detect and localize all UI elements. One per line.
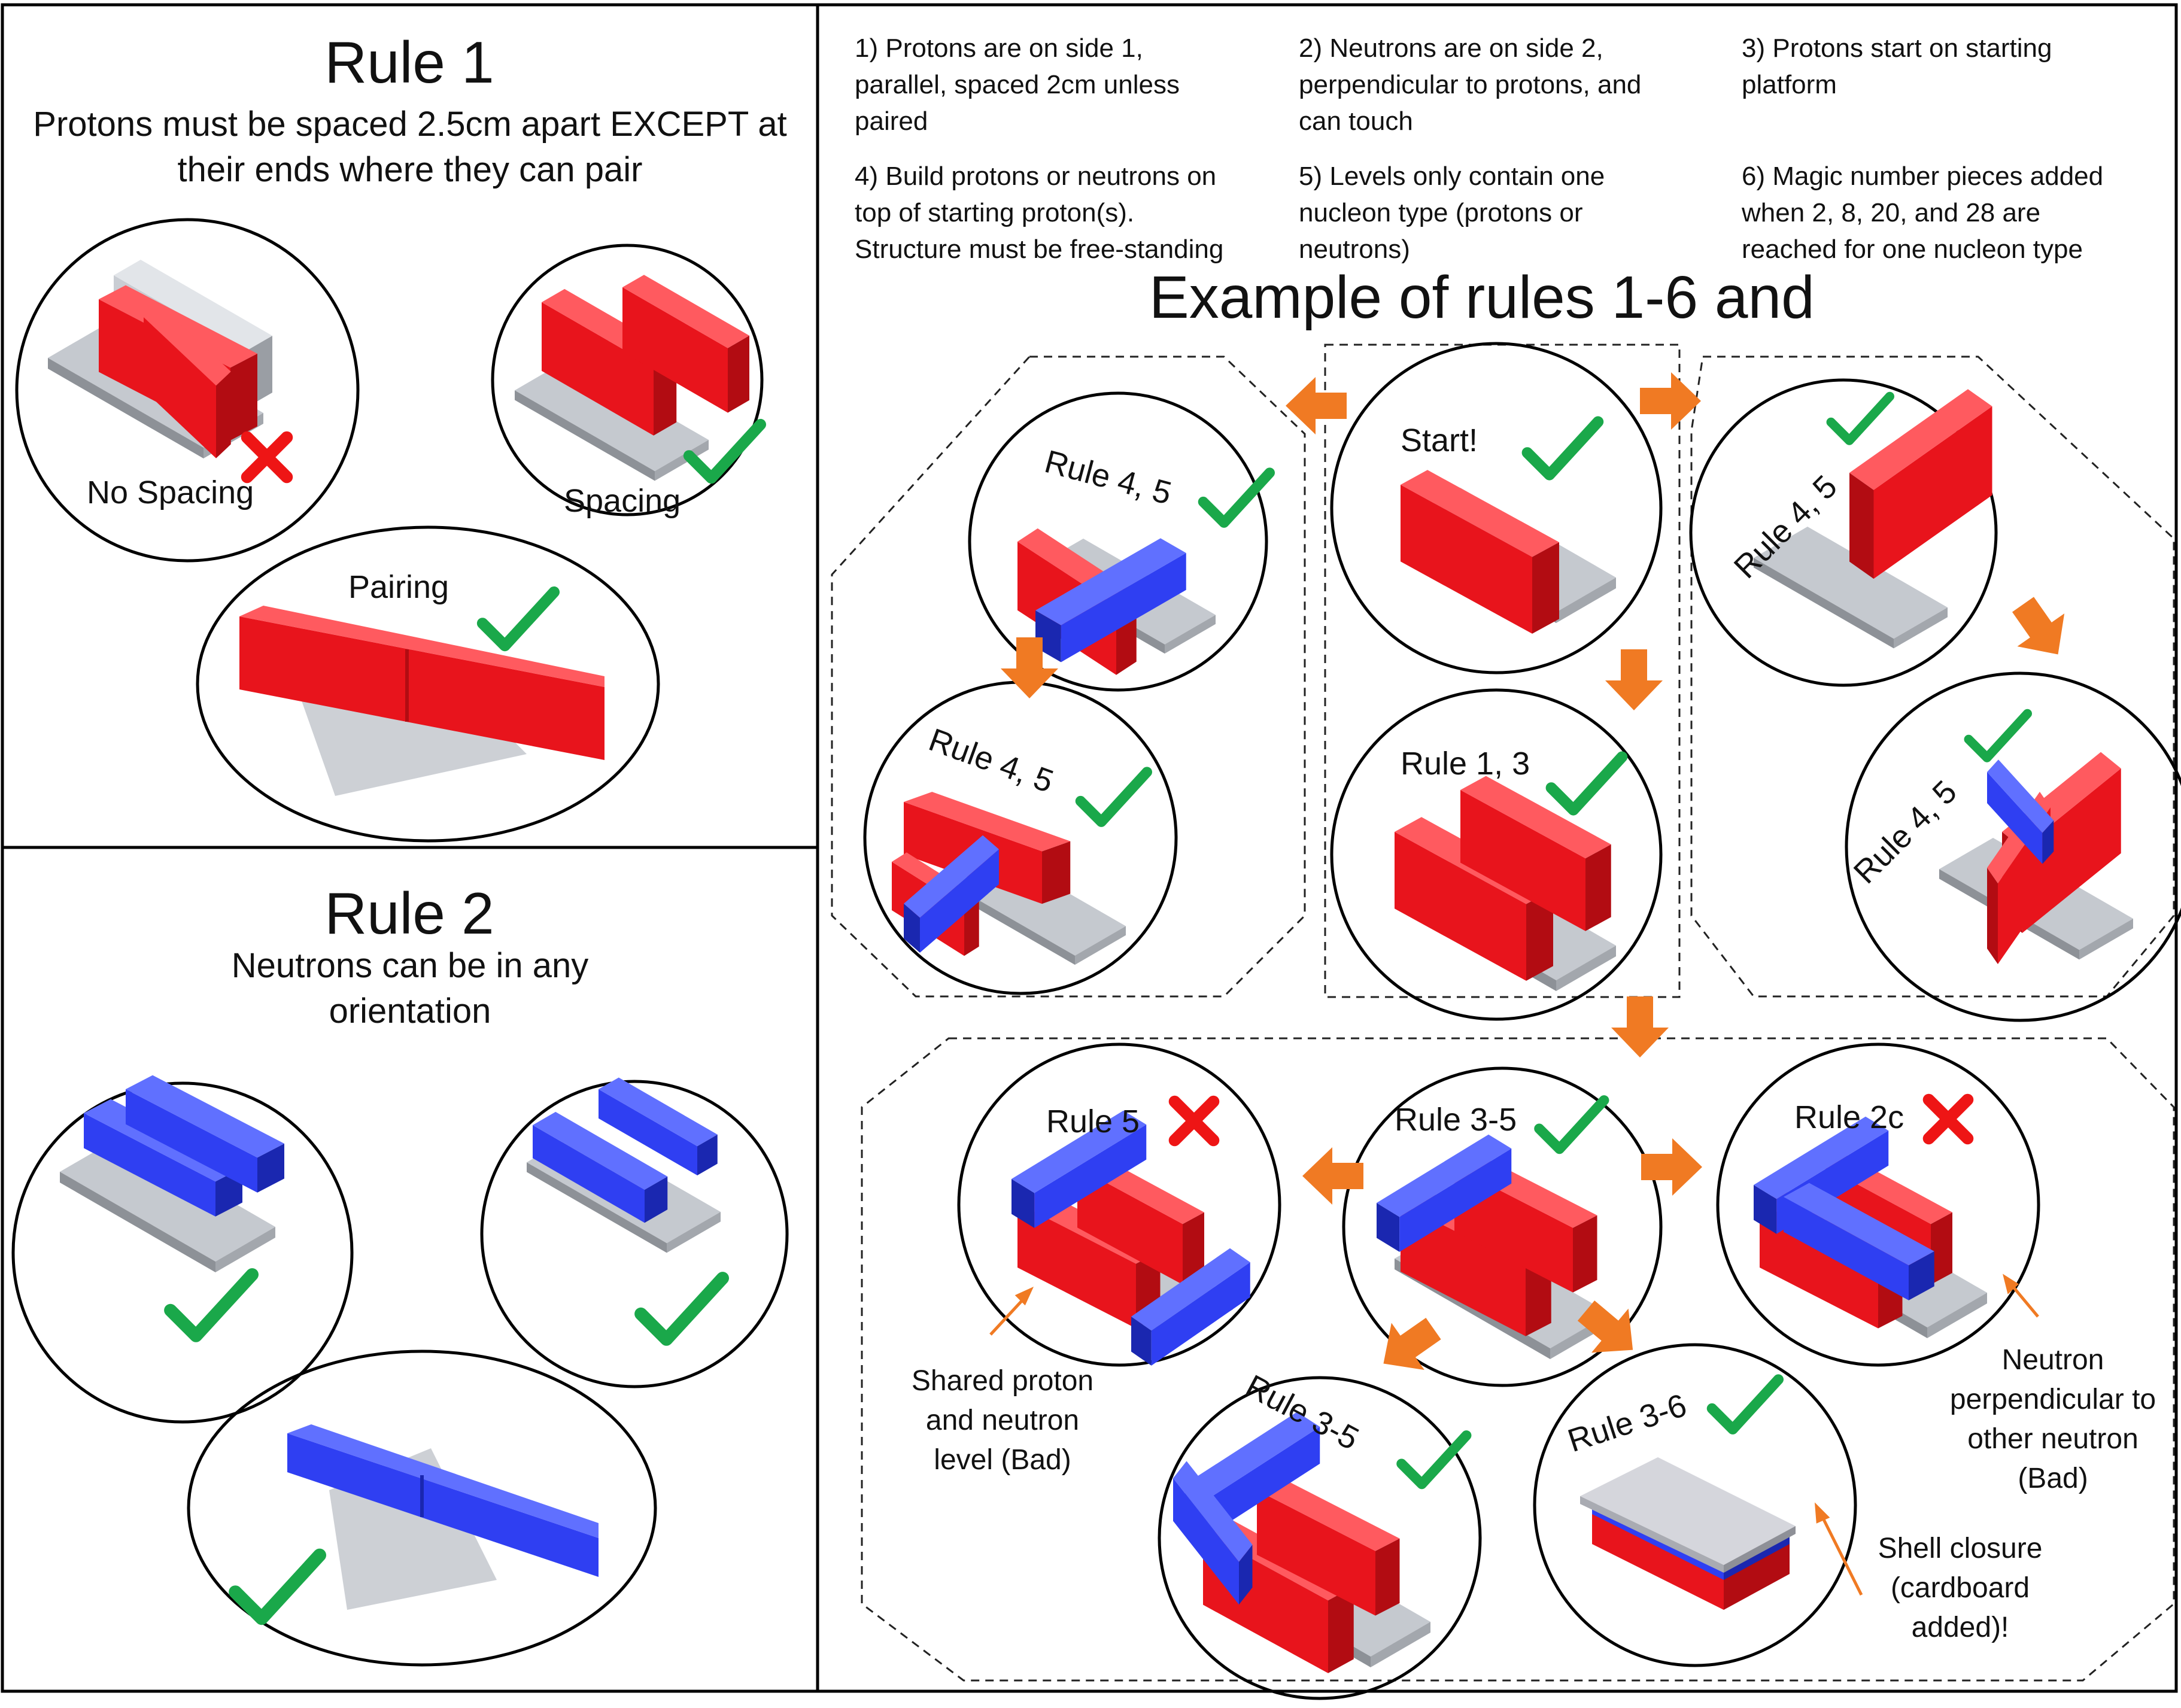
step-bad-right-label: Rule 2c xyxy=(1794,1099,1904,1135)
step-rule13-illustration xyxy=(1330,688,1663,1021)
rule2-subtitle: Neutrons can be in any orientation xyxy=(231,946,589,1031)
step-left-bottom-illustration xyxy=(863,680,1178,995)
rule2-title: Rule 2 xyxy=(324,880,494,946)
step-start-illustration xyxy=(1330,342,1663,674)
check-icon xyxy=(641,1278,723,1339)
step-left-top-illustration xyxy=(968,391,1269,692)
panel-borders xyxy=(1,3,2178,1693)
step-center-label: Rule 3-5 xyxy=(1395,1102,1517,1138)
annotation-shell-closure: Shell closure (cardboard added)! xyxy=(1878,1533,2043,1643)
step-bottom-left-illustration xyxy=(1158,1376,1482,1700)
check-icon xyxy=(171,1275,253,1336)
annotation-shared-level: Shared proton and neutron level (Bad) xyxy=(911,1365,1094,1476)
step-right-bottom-illustration xyxy=(1845,671,2181,1022)
top-rule-1: 1) Protons are on side 1, parallel, spac… xyxy=(855,34,1180,136)
arrow-icon xyxy=(1611,996,1669,1057)
rule1-title: Rule 1 xyxy=(324,29,494,95)
rule1-pairing-illustration xyxy=(196,525,660,843)
arrow-icon xyxy=(1286,377,1347,434)
check-icon xyxy=(1402,1436,1466,1484)
check-icon xyxy=(1539,1101,1604,1149)
check-icon xyxy=(1527,422,1598,475)
rule1-no-spacing-illustration xyxy=(15,218,360,563)
rule1-spacing-label: Spacing xyxy=(564,483,681,519)
rule2-pairing-illustration xyxy=(187,1350,657,1667)
annotation-perpendicular-neutron: Neutron perpendicular to other neutron (… xyxy=(1949,1344,2156,1494)
cross-icon xyxy=(247,437,287,477)
step-bad-left-illustration xyxy=(957,1043,1281,1367)
example-title: Example of rules 1-6 and xyxy=(1149,264,1815,331)
rule1-no-spacing-label: No Spacing xyxy=(87,475,254,510)
top-rule-6: 6) Magic number pieces added when 2, 8, … xyxy=(1742,162,2104,264)
arrow-icon xyxy=(1605,649,1663,710)
arrow-icon xyxy=(1640,372,1701,430)
cross-icon xyxy=(1175,1102,1214,1141)
step-bottom-right-illustration xyxy=(1533,1343,1857,1667)
rule1-pairing-label: Pairing xyxy=(348,569,449,605)
top-rule-5: 5) Levels only contain one nucleon type … xyxy=(1299,162,1605,264)
arrow-icon xyxy=(1366,1305,1450,1387)
rule2-spaced-illustration xyxy=(480,1077,789,1388)
check-icon xyxy=(1080,772,1147,822)
top-rule-3: 3) Protons start on starting platform xyxy=(1742,34,2052,99)
check-icon xyxy=(1551,757,1622,810)
pointer-arrows xyxy=(989,1274,2039,1596)
check-icon xyxy=(1831,396,1890,440)
arrow-icon xyxy=(1302,1147,1363,1205)
rule1-subtitle: Protons must be spaced 2.5cm apart EXCEP… xyxy=(33,105,787,189)
arrow-icon xyxy=(1999,588,2082,671)
step-bad-left-label: Rule 5 xyxy=(1046,1104,1140,1139)
arrow-icon xyxy=(1641,1138,1702,1196)
cross-icon xyxy=(1929,1100,1968,1139)
top-rule-4: 4) Build protons or neutrons on top of s… xyxy=(855,162,1224,264)
step-bad-right-illustration xyxy=(1716,1043,2040,1367)
check-icon xyxy=(482,592,554,646)
step-rule13-label: Rule 1, 3 xyxy=(1401,746,1530,782)
top-rule-2: 2) Neutrons are on side 2, perpendicular… xyxy=(1299,34,1642,136)
check-icon xyxy=(235,1555,320,1619)
step-start-label: Start! xyxy=(1401,423,1478,458)
rule1-spacing-illustration xyxy=(491,244,762,516)
step-right-top-illustration xyxy=(1689,378,1998,687)
rule2-touching-illustration xyxy=(11,1075,354,1424)
check-icon xyxy=(1712,1379,1778,1429)
step-center-illustration xyxy=(1342,1066,1663,1387)
check-icon xyxy=(1969,713,2027,758)
